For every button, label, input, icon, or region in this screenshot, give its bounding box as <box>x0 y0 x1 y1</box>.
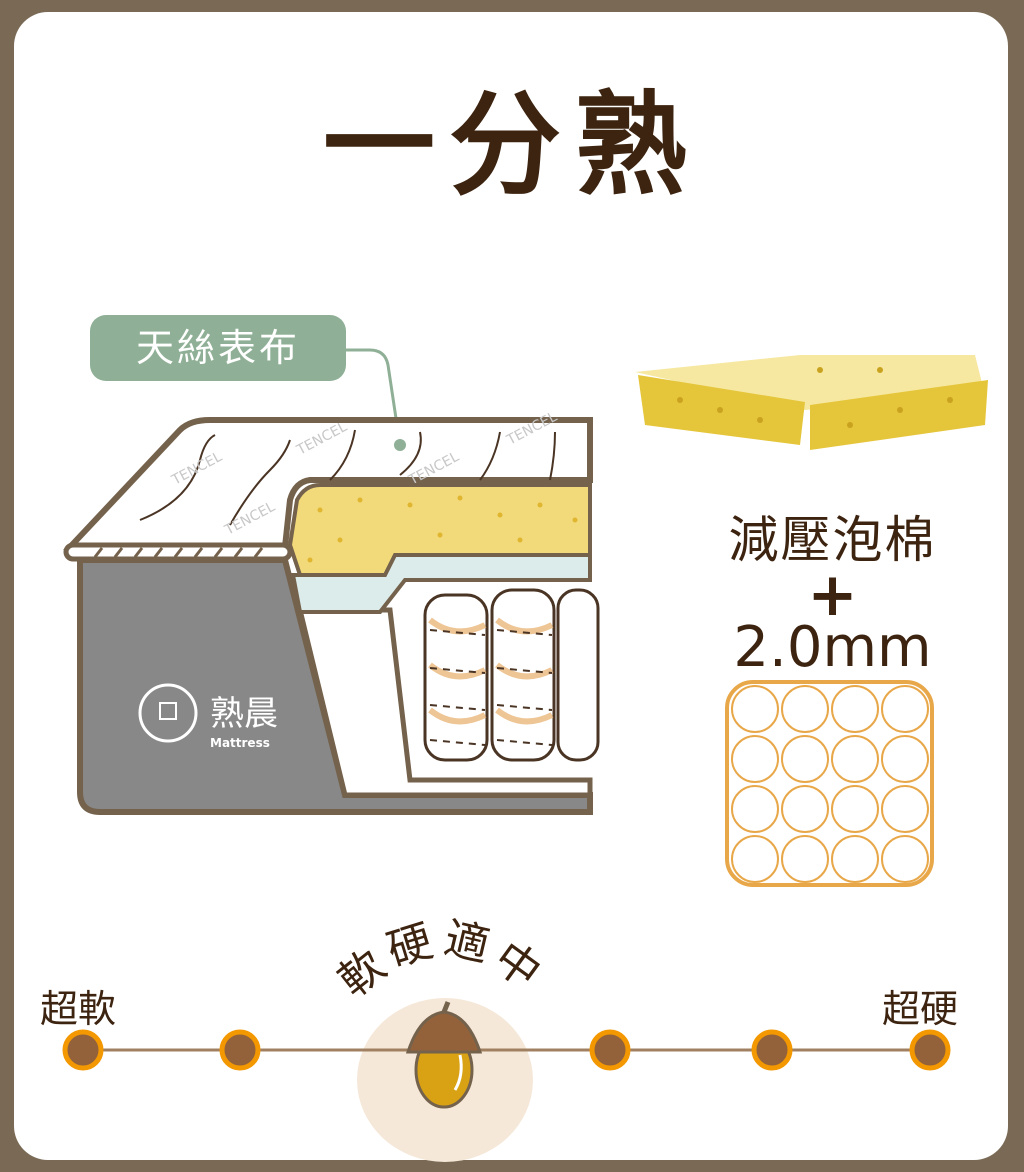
plus-sign: + <box>807 560 858 630</box>
coil-circle <box>731 835 779 883</box>
current-firmness-label: 軟硬適中 <box>329 913 555 1007</box>
coil-grid-icon <box>725 680 934 887</box>
foam-label: 減壓泡棉 <box>728 511 937 569</box>
fabric-label: 天絲表布 <box>90 315 346 381</box>
acorn-marker-icon <box>405 1001 483 1109</box>
coil-circle <box>781 785 829 833</box>
coil-circle <box>731 785 779 833</box>
coil-circle <box>881 735 929 783</box>
leader-dot <box>394 439 406 451</box>
firmness-level-dot <box>62 1029 104 1071</box>
coil-circle <box>781 835 829 883</box>
firmness-level-dot <box>219 1029 261 1071</box>
coil-circle <box>831 735 879 783</box>
firmness-level-dot <box>589 1029 631 1071</box>
coil-circle <box>831 685 879 733</box>
scale-right-label: 超硬 <box>882 987 959 1031</box>
comfort-layer <box>290 553 592 614</box>
coil-circle <box>731 735 779 783</box>
page-title: 一分熟 <box>323 81 701 211</box>
firmness-level-dot <box>909 1029 951 1071</box>
coil-circle <box>831 835 879 883</box>
coil-circle <box>831 785 879 833</box>
scale-left-label: 超軟 <box>40 987 117 1031</box>
foam-sample-icon <box>635 355 988 450</box>
coil-circle <box>731 685 779 733</box>
foam-spec: 2.0mm <box>733 615 932 680</box>
brand-name: 熟晨 <box>210 694 278 734</box>
coil-circle <box>781 685 829 733</box>
leader-line <box>346 348 402 446</box>
brand-sub: Mattress <box>210 736 270 750</box>
coil-circle <box>881 785 929 833</box>
fabric-layer <box>63 417 593 550</box>
coil-circle <box>881 685 929 733</box>
coil-circle <box>781 735 829 783</box>
firmness-level-dot <box>751 1029 793 1071</box>
coil-circle <box>881 835 929 883</box>
brand-logo <box>138 683 198 743</box>
